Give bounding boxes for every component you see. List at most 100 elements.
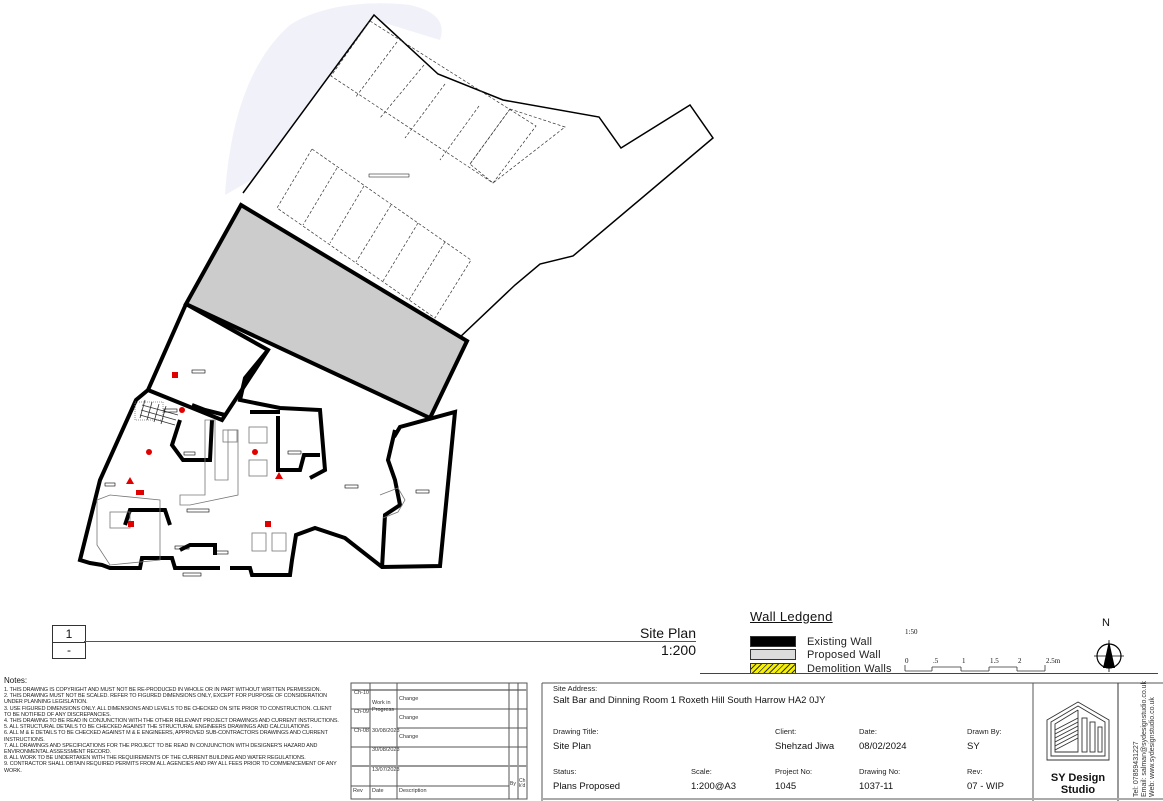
by-header: By: [510, 781, 516, 787]
date-cell: 30/08/2023: [372, 747, 400, 753]
view-reference-box: 1 -: [52, 625, 86, 659]
drawing-title-label: Drawing Title:: [553, 727, 599, 736]
status-value: Plans Proposed: [553, 781, 621, 792]
legend-divider: [700, 673, 1158, 674]
smoke-detector-icon: [146, 449, 152, 455]
date-cell: Work in Progress: [372, 700, 395, 713]
parking-bays-lower: [276, 148, 472, 319]
notes-title: Notes:: [4, 676, 28, 685]
rev-cell: Ch-08: [354, 728, 369, 734]
north-label: N: [1102, 617, 1110, 629]
rev-label: Rev:: [967, 767, 983, 776]
note-item: 6. ALL M & E DETAILS TO BE CHECKED AGAIN…: [4, 730, 328, 743]
drawing-no-label: Drawing No:: [859, 767, 901, 776]
studio-logo-icon: [1046, 701, 1110, 761]
date-label: Date:: [859, 727, 877, 736]
drawn-by-label: Drawn By:: [967, 727, 1002, 736]
project-no-value: 1045: [775, 781, 797, 792]
extinguisher-icon: [172, 372, 178, 378]
note-item: 1. THIS DRAWING IS COPYRIGHT AND MUST NO…: [4, 687, 321, 693]
drawing-no-value: 1037-11: [859, 781, 894, 792]
description-cell: Change: [399, 715, 419, 721]
title-block-frame: [350, 682, 1163, 801]
studio-name-line2: Studio: [1060, 784, 1096, 796]
site-address-value: Salt Bar and Dinning Room 1 Roxeth Hill …: [553, 695, 826, 706]
description-cell: Change: [399, 696, 419, 702]
legend-item-proposed: Proposed Wall: [750, 648, 881, 661]
date-header: Date: [372, 788, 384, 794]
existing-walls: [77, 302, 458, 577]
parking-bays-upper: [330, 20, 566, 184]
client-value: Shehzad Jiwa: [775, 741, 835, 752]
legend-title: Wall Ledgend: [750, 609, 833, 624]
interior-fixtures: [96, 401, 406, 566]
scale-tick: 2: [1018, 657, 1022, 665]
rev-cell: Ch-09: [354, 709, 369, 715]
project-no-label: Project No:: [775, 767, 813, 776]
north-arrow-icon: [1094, 640, 1124, 672]
rev-value: 07 - WIP: [967, 781, 1004, 792]
existing-wall-swatch: [750, 636, 796, 647]
client-label: Client:: [775, 727, 797, 736]
date-value: 08/02/2024: [859, 741, 907, 752]
status-label: Status:: [553, 767, 577, 776]
note-item: 2. THIS DRAWING MUST NOT BE SCALED. REFE…: [4, 693, 327, 706]
description-header: Description: [399, 788, 427, 794]
studio-name-line1: SY Design: [1050, 772, 1106, 784]
site-plan-drawing: [77, 3, 715, 577]
scale-tick: .5: [933, 657, 939, 665]
notes-section: Notes: 1. THIS DRAWING IS COPYRIGHT AND …: [4, 676, 339, 774]
extinguisher-icon: [265, 521, 271, 527]
extinguisher-icon: [128, 521, 134, 527]
view-scale: 1:200: [660, 642, 696, 658]
scale-bar-ratio: 1:50: [905, 628, 918, 636]
stairs: [139, 399, 179, 426]
note-item: 3. USE FIGURED DIMENSIONS ONLY. ALL DIME…: [4, 705, 332, 718]
site-boundary: [242, 13, 715, 346]
alarm-icon: [275, 472, 283, 479]
scale-tick: 1: [962, 657, 966, 665]
view-title: Site Plan: [639, 625, 696, 641]
scale-bar: [904, 665, 1046, 672]
legend-label: Demolition Walls: [807, 662, 892, 675]
scale-tick: 2.5m: [1046, 657, 1061, 665]
alarm-icon: [126, 477, 134, 484]
studio-contact: Tel: 07859431227 Email: salman@sydesigns…: [1133, 681, 1157, 797]
note-item: 8. ALL WORK TO BE UNDERTAKEN WITH THE RE…: [4, 755, 306, 762]
smoke-detector-icon: [252, 449, 258, 455]
exit-sign-icon: [136, 490, 144, 495]
note-item: 9. CONTRACTOR SHALL OBTAIN REQUIRED PERM…: [4, 761, 337, 774]
studio-logo: SY Design Studio: [1035, 680, 1121, 800]
studio-email: Email: salman@sydesignstudio.co.uk: [1141, 680, 1148, 797]
note-item: 5. ALL STRUCTURAL DETAILS TO BE CHECKED …: [4, 724, 313, 731]
rev-cell: Ch-10: [354, 690, 369, 696]
legend-label: Existing Wall: [807, 635, 873, 648]
rev-header: Rev: [353, 788, 363, 794]
scale-tick: 1.5: [990, 657, 999, 665]
note-item: 7. ALL DRAWINGS AND SPECIFICATIONS FOR T…: [4, 742, 318, 756]
room-labels: [104, 369, 430, 577]
description-cell: Change: [399, 734, 419, 740]
date-cell: 13/07/2023: [372, 767, 400, 773]
proposed-wall-swatch: [750, 649, 796, 660]
fire-safety-markers: [126, 372, 283, 527]
scale-value: 1:200@A3: [691, 781, 737, 792]
legend-item-existing: Existing Wall: [750, 635, 873, 648]
date-cell: 30/08/2023: [372, 728, 400, 734]
view-number: 1: [53, 626, 85, 643]
legend-label: Proposed Wall: [807, 648, 881, 661]
studio-tel: Tel: 07859431227: [1133, 741, 1140, 797]
studio-name: SY Design Studio: [1035, 772, 1121, 796]
carpark-label: [368, 173, 410, 178]
checked-header: Chk'd: [519, 778, 526, 789]
scale-tick: 0: [905, 657, 909, 665]
note-item: 4. THIS DRAWING TO BE READ IN CONJUNCTIO…: [4, 718, 339, 725]
drawing-title-value: Site Plan: [553, 741, 592, 752]
smoke-detector-icon: [179, 407, 185, 413]
site-address-label: Site Address:: [553, 684, 598, 693]
scale-label: Scale:: [691, 767, 712, 776]
drawn-by-value: SY: [967, 741, 980, 752]
view-title-line: [84, 641, 696, 642]
view-sheet: -: [67, 643, 71, 657]
studio-web: Web: www.sydesignstudio.co.uk: [1149, 697, 1156, 797]
